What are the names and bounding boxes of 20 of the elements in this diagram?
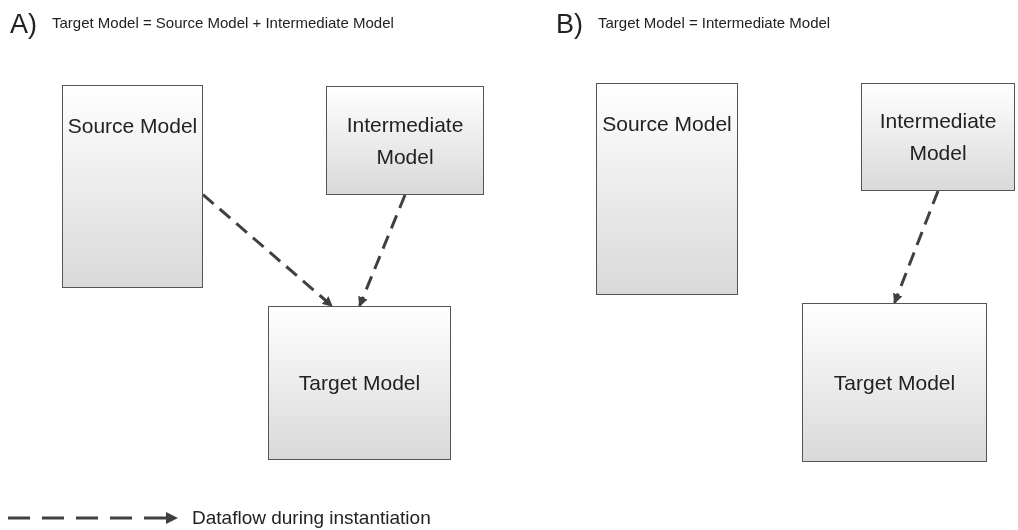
box-label: Intermediate Model (878, 108, 998, 166)
box-label: Target Model (832, 369, 957, 396)
formula-text: Target Model = Source Model + Intermediate Model (52, 13, 394, 33)
dashed-arrow (893, 190, 940, 304)
box-label: Source Model (601, 111, 733, 137)
model-box (596, 83, 738, 295)
model-box (802, 303, 987, 462)
formula-text: Target Model = Intermediate Model (598, 13, 831, 33)
dashed-arrow (202, 193, 334, 308)
model-box (62, 85, 203, 288)
box-label: Source Model (66, 113, 199, 139)
box-label: Intermediate Model (345, 111, 465, 170)
legend-text: Dataflow during instantiation (192, 506, 431, 530)
dashed-arrow (358, 194, 407, 307)
model-box (861, 83, 1015, 191)
model-box (326, 86, 484, 195)
panel-letter: A) (10, 8, 37, 41)
model-box (268, 306, 451, 460)
panel-letter: B) (556, 8, 583, 41)
box-label: Target Model (297, 370, 422, 396)
